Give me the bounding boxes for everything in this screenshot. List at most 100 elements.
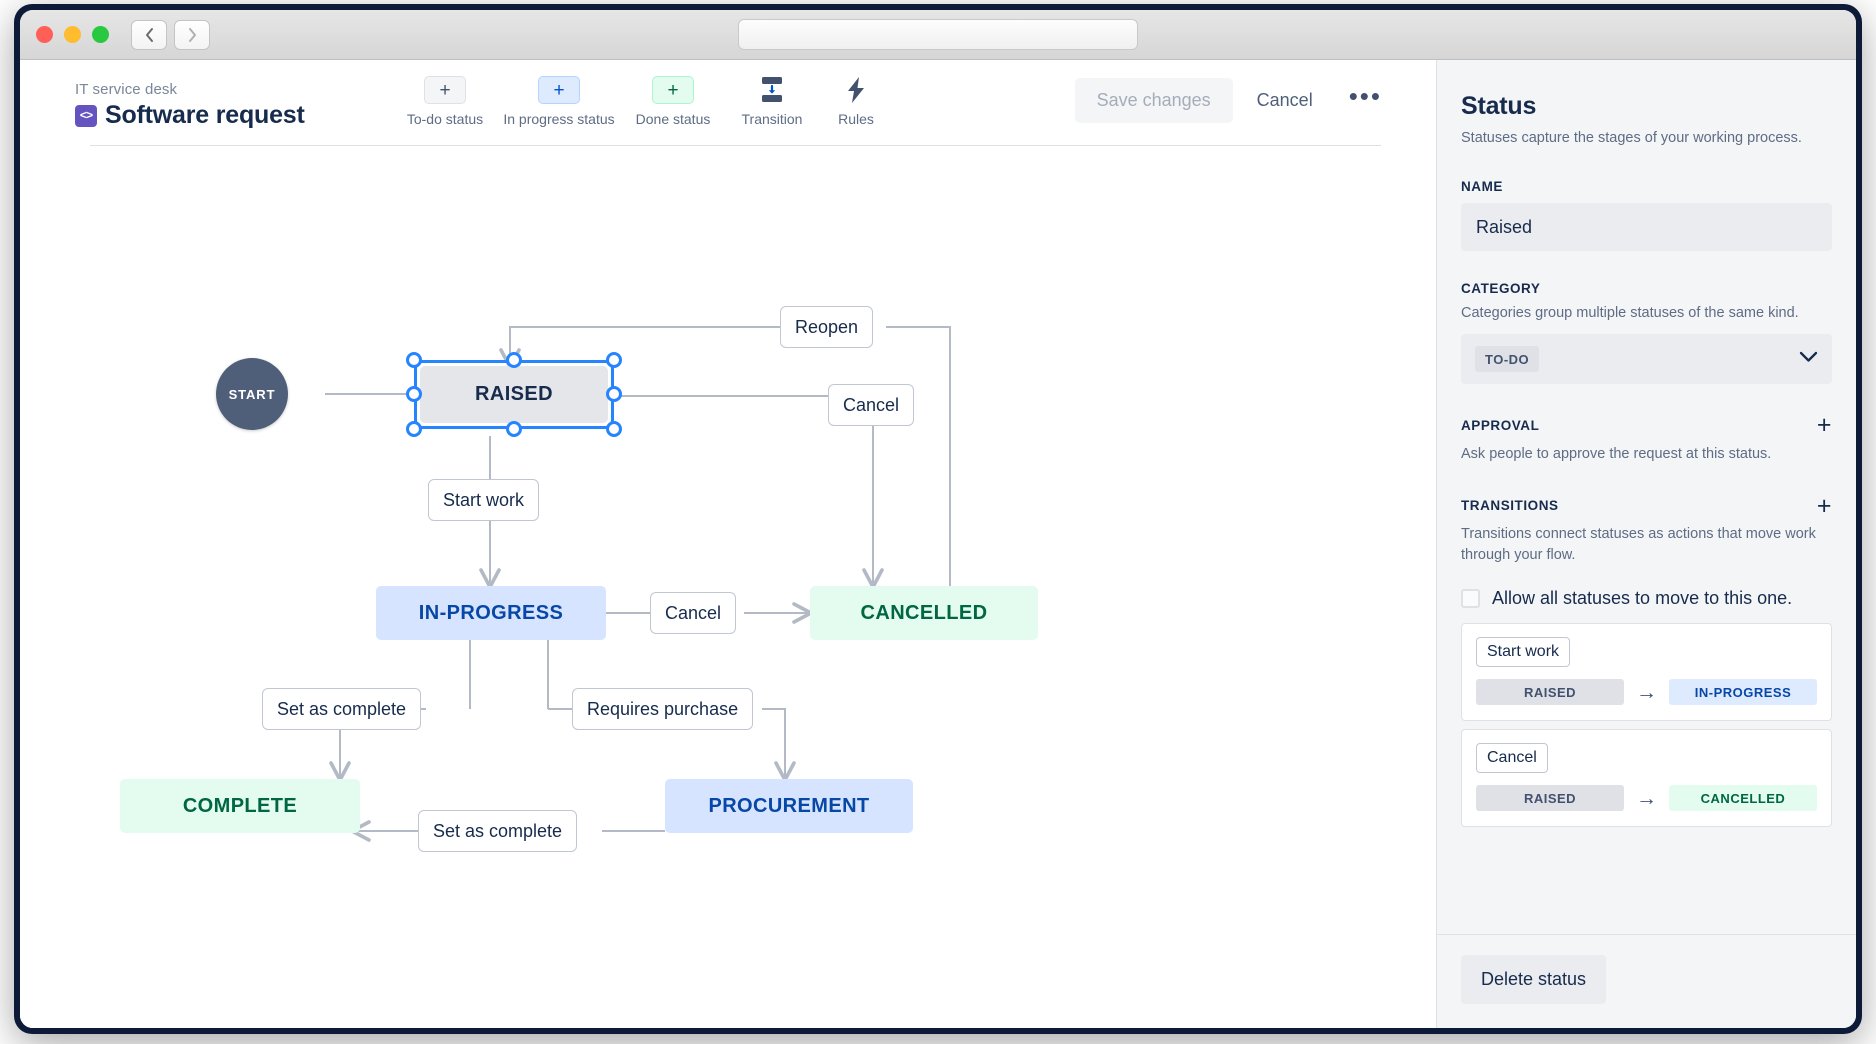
add-done-status-label: Done status [635,111,711,127]
page-title: Software request [105,101,305,129]
transition-to-status: CANCELLED [1669,785,1817,812]
forward-button[interactable] [174,19,210,50]
add-approval-icon[interactable]: + [1816,411,1832,440]
workflow-canvas[interactable]: START RAISED IN-PROGRESS [20,146,1436,1028]
maximize-window-icon[interactable] [92,26,109,43]
window-titlebar [20,10,1856,60]
panel-footer: Delete status [1437,934,1856,1028]
workflow-toolbar: IT service desk <> Software request + To… [20,60,1436,146]
resize-handle-top-left[interactable] [406,352,422,368]
plus-icon: + [652,76,694,104]
edge-label-reopen[interactable]: Reopen [780,306,874,348]
edge-label-set-as-complete-top[interactable]: Set as complete [262,688,422,730]
traffic-light-group [36,26,109,43]
edge-label-cancel-from-in-progress[interactable]: Cancel [650,592,737,634]
node-cancelled-label: CANCELLED [860,601,988,624]
category-select[interactable]: TO-DO [1461,334,1832,385]
address-bar[interactable] [738,19,1138,50]
transition-from-status: RAISED [1476,785,1624,812]
resize-handle-bottom-left[interactable] [406,421,422,437]
allow-all-statuses-checkbox[interactable] [1461,589,1480,609]
resize-handle-bottom-center[interactable] [506,421,522,437]
edge-label-cancel-from-raised[interactable]: Cancel [828,384,915,426]
node-complete-label: COMPLETE [182,794,298,817]
allow-all-statuses-label: Allow all statuses to move to this one. [1492,588,1793,609]
plus-icon: + [424,76,466,104]
more-options-icon[interactable]: ••• [1337,81,1394,119]
resize-handle-top-center[interactable] [506,352,522,368]
cancel-button[interactable]: Cancel [1239,78,1331,123]
approval-section-header: APPROVAL + [1461,411,1832,440]
toolbar-actions: Save changes Cancel ••• [1074,74,1436,123]
transition-to-status: IN-PROGRESS [1669,679,1817,706]
transition-name[interactable]: Start work [1476,637,1571,668]
add-todo-status-label: To-do status [406,111,484,127]
name-field-label: NAME [1461,179,1503,195]
transition-label: Transition [741,111,803,127]
save-changes-button[interactable]: Save changes [1074,78,1233,123]
node-complete[interactable]: COMPLETE [120,779,360,833]
plus-icon: + [538,76,580,104]
node-in-progress[interactable]: IN-PROGRESS [376,586,606,640]
delete-status-button[interactable]: Delete status [1461,955,1607,1004]
add-todo-status-button[interactable]: + To-do status [388,76,502,127]
node-start[interactable]: START [216,358,288,430]
close-window-icon[interactable] [36,26,53,43]
arrow-right-icon: → [1636,680,1657,704]
toolbar-divider [90,145,1381,146]
workflow-edges [325,326,951,842]
node-procurement[interactable]: PROCUREMENT [665,779,913,833]
transitions-section-header: TRANSITIONS + [1461,491,1832,520]
node-start-label: START [228,386,276,402]
node-raised-label: RAISED [475,383,553,405]
breadcrumb[interactable]: IT service desk [75,81,178,98]
transition-card[interactable]: Start work RAISED → IN-PROGRESS [1461,623,1832,722]
node-cancelled[interactable]: CANCELLED [810,586,1038,640]
transitions-field-label: TRANSITIONS [1461,498,1559,514]
status-name-input[interactable] [1461,203,1832,252]
rules-button[interactable]: Rules [814,76,898,127]
arrow-right-icon: → [1636,786,1657,810]
minimize-window-icon[interactable] [64,26,81,43]
approval-helper-text: Ask people to approve the request at thi… [1461,445,1772,462]
transition-name[interactable]: Cancel [1476,743,1548,774]
browser-window: IT service desk <> Software request + To… [14,4,1862,1034]
add-inprogress-status-button[interactable]: + In progress status [502,76,616,127]
add-inprogress-status-label: In progress status [503,111,615,127]
transition-flow: RAISED → IN-PROGRESS [1476,679,1817,706]
add-transition-button[interactable]: Transition [730,76,814,127]
resize-handle-top-right[interactable] [606,352,622,368]
resize-handle-bottom-right[interactable] [606,421,622,437]
add-done-status-button[interactable]: + Done status [616,76,730,127]
main-column: IT service desk <> Software request + To… [20,60,1436,1028]
edge-label-requires-purchase[interactable]: Requires purchase [572,688,754,730]
resize-handle-middle-left[interactable] [406,386,422,402]
allow-all-statuses-row[interactable]: Allow all statuses to move to this one. [1461,588,1832,609]
panel-subheading: Statuses capture the stages of your work… [1461,130,1802,146]
transition-icon [757,76,787,104]
approval-field-label: APPROVAL [1461,417,1540,433]
node-procurement-label: PROCUREMENT [708,794,870,817]
breadcrumb-block: IT service desk <> Software request [20,74,320,130]
transition-flow: RAISED → CANCELLED [1476,785,1817,812]
category-field-label: CATEGORY [1461,281,1541,297]
transitions-helper-text: Transitions connect statuses as actions … [1461,526,1816,564]
window-inner: IT service desk <> Software request + To… [20,10,1856,1028]
lightning-icon [843,76,869,104]
edge-label-set-as-complete-bottom[interactable]: Set as complete [418,810,578,852]
panel-content: Status Statuses capture the stages of yo… [1437,60,1856,934]
back-button[interactable] [131,19,167,50]
transition-card[interactable]: Cancel RAISED → CANCELLED [1461,729,1832,828]
chevron-down-icon [1799,350,1818,368]
node-in-progress-label: IN-PROGRESS [418,601,564,624]
status-details-panel: Status Statuses capture the stages of yo… [1436,60,1856,1028]
category-helper-text: Categories group multiple statuses of th… [1461,305,1799,322]
add-transition-icon[interactable]: + [1816,491,1832,520]
app-body: IT service desk <> Software request + To… [20,60,1856,1028]
edge-label-start-work[interactable]: Start work [428,479,540,521]
resize-handle-middle-right[interactable] [606,386,622,402]
node-raised[interactable]: RAISED [420,366,608,423]
page-title-row: <> Software request [75,101,320,130]
navigation-buttons [131,19,210,50]
code-brackets-icon: <> [75,104,97,127]
